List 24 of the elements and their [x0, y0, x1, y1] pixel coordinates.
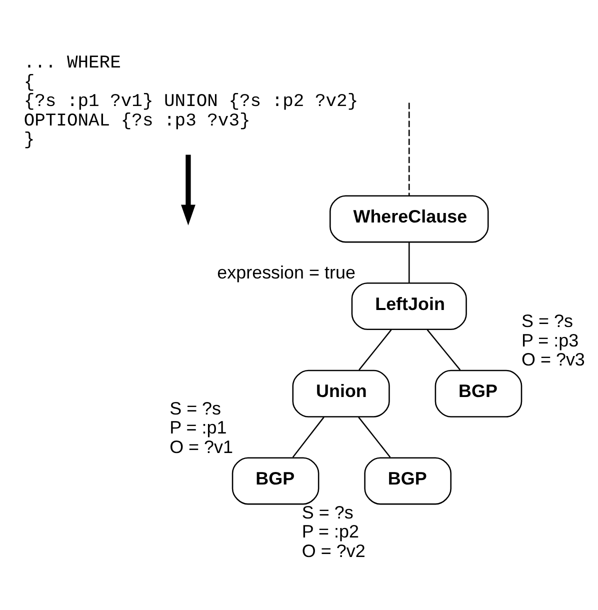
connector — [358, 329, 392, 370]
arrow — [181, 154, 196, 226]
node-box: BGP — [232, 457, 320, 505]
node-label: O = ?v3 — [522, 350, 585, 370]
connector — [358, 416, 391, 458]
node-label: P = :p2 — [302, 522, 360, 542]
node-box: LeftJoin — [351, 282, 467, 330]
node-label: P = :p1 — [170, 418, 227, 438]
node-text: ... WHERE { {?s :p1 ?v1} UNION {?s :p2 ?v2} OPTIONAL {?s :p3 ?v3} } — [24, 54, 358, 151]
connector — [292, 416, 324, 458]
node-label: S = ?s — [522, 311, 573, 332]
node-box: WhereClause — [330, 195, 489, 243]
node-label: O = ?v2 — [302, 540, 366, 561]
node-label: S = ?s — [302, 502, 354, 522]
node-box: Union — [292, 370, 390, 418]
connector — [426, 329, 461, 370]
node-box: BGP — [434, 370, 522, 418]
connector — [408, 242, 410, 283]
node-box: BGP — [364, 457, 452, 505]
node-label: expression = true — [217, 262, 356, 282]
node-label: P = :p3 — [522, 330, 579, 350]
node-label: O = ?v1 — [170, 436, 234, 457]
connector — [408, 102, 410, 196]
node-label: S = ?s — [170, 398, 222, 418]
